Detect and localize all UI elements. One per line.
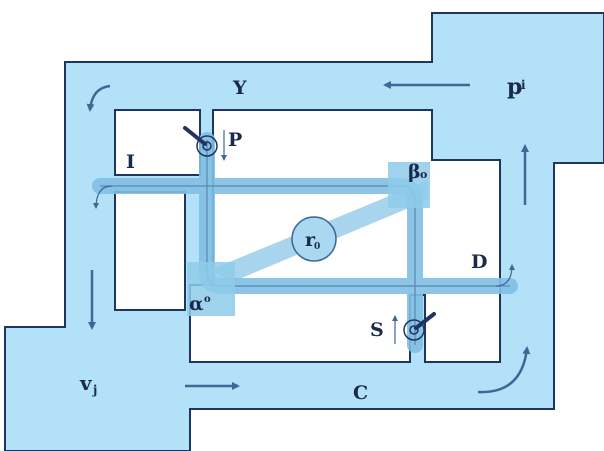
label-v: v <box>79 371 93 395</box>
label-beta: β <box>408 161 421 183</box>
label-r-sub: 0 <box>314 242 320 252</box>
valve-s <box>403 312 436 341</box>
label-p-i-sub: i <box>521 78 526 92</box>
arrow-i-left <box>93 185 113 209</box>
flow-arrows <box>86 81 531 394</box>
label-p: P <box>228 129 242 151</box>
label-y: Y <box>232 77 247 99</box>
label-d: D <box>471 251 487 273</box>
label-r: r <box>305 229 316 251</box>
label-beta-sub: o <box>420 168 427 181</box>
small-arrows <box>93 130 515 344</box>
valve-p <box>183 126 218 157</box>
beta-corner <box>388 162 430 208</box>
label-alpha: α <box>189 293 204 315</box>
label-s: S <box>370 319 384 341</box>
label-v-sub: j <box>92 383 97 397</box>
label-i: I <box>126 151 135 173</box>
alpha-corner <box>187 262 235 316</box>
label-c: C <box>353 382 368 404</box>
label-p-i: p <box>507 74 522 100</box>
r0-circle <box>291 216 337 262</box>
arrow-corner-top-left <box>86 84 111 112</box>
label-alpha-sup: o <box>204 294 211 305</box>
arrow-corner-bottom-right <box>477 346 531 394</box>
arrow-d-right <box>495 264 515 287</box>
